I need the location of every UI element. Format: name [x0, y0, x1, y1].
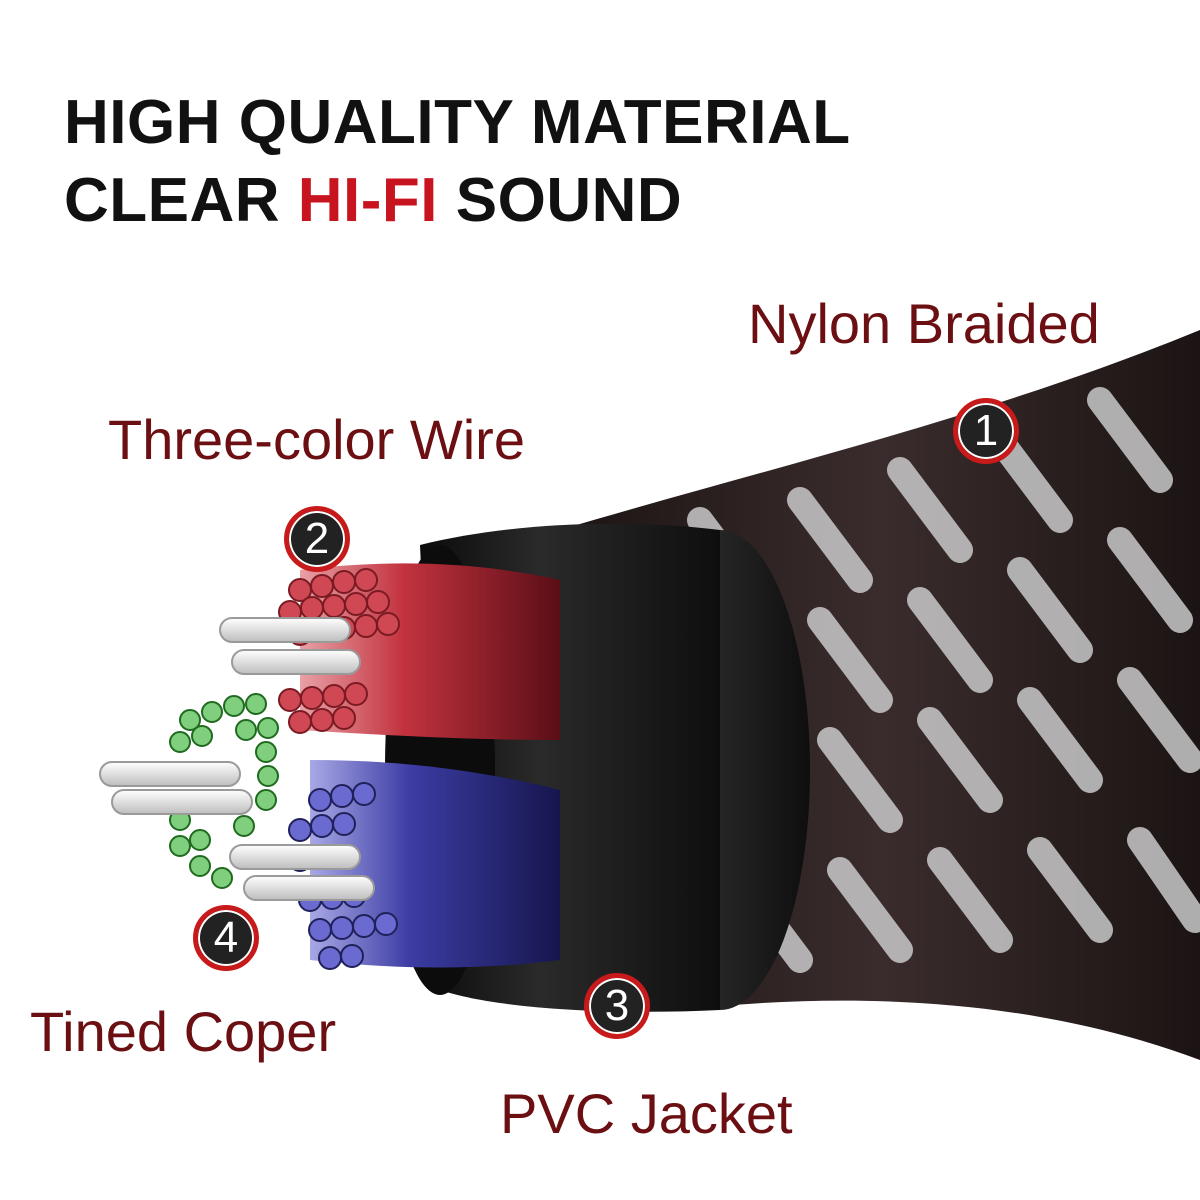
tinned-copper-strands: [99, 617, 375, 901]
label-nylon-braided: Nylon Braided: [748, 292, 1100, 355]
label-tined-coper: Tined Coper: [30, 1000, 337, 1063]
headline-line-1: HIGH QUALITY MATERIAL: [64, 88, 851, 157]
label-three-color-wire: Three-color Wire: [108, 408, 525, 471]
badge-3: 3: [584, 973, 650, 1039]
blue-wire-bundle: [288, 760, 560, 970]
label-pvc-jacket: PVC Jacket: [500, 1082, 793, 1145]
red-wire-bundle: [278, 563, 560, 740]
green-wire-bundle: [169, 693, 279, 889]
headline-line-2-pre: CLEAR: [64, 166, 298, 235]
badge-4: 4: [193, 905, 259, 971]
headline-highlight: HI-FI: [297, 166, 439, 235]
headline: HIGH QUALITY MATERIAL CLEAR HI-FI SOUND: [64, 84, 851, 240]
badge-2: 2: [284, 506, 350, 572]
headline-line-2: CLEAR HI-FI SOUND: [64, 162, 851, 240]
badge-1: 1: [953, 398, 1019, 464]
headline-line-2-post: SOUND: [438, 166, 683, 235]
